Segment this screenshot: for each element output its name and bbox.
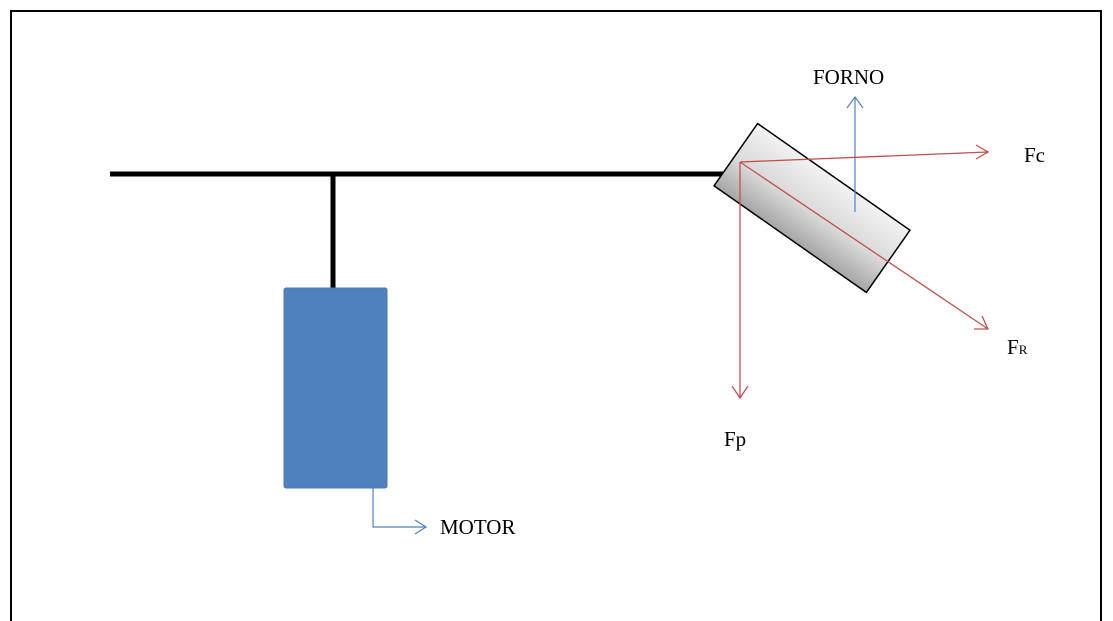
forno-label: FORNO xyxy=(813,65,884,89)
fp-label: Fp xyxy=(724,427,746,451)
fr-force-line xyxy=(739,161,989,330)
forno-arrow-head xyxy=(846,95,864,109)
fc-force-head xyxy=(975,144,990,160)
motor-label: MOTOR xyxy=(440,515,515,539)
fc-force-line xyxy=(739,151,989,163)
fr-label: FR xyxy=(1007,335,1028,359)
furnace-body xyxy=(712,122,912,294)
diagram-frame xyxy=(10,10,1102,621)
motor-callout-arrowhead xyxy=(414,519,428,535)
fr-label-main: F xyxy=(1007,335,1019,359)
fp-force-head xyxy=(731,385,749,400)
fc-label: Fc xyxy=(1024,143,1045,167)
fr-label-sub: R xyxy=(1019,342,1028,357)
fr-force-head xyxy=(974,315,990,330)
motor-callout-line xyxy=(372,488,426,528)
motor-block xyxy=(283,287,388,489)
